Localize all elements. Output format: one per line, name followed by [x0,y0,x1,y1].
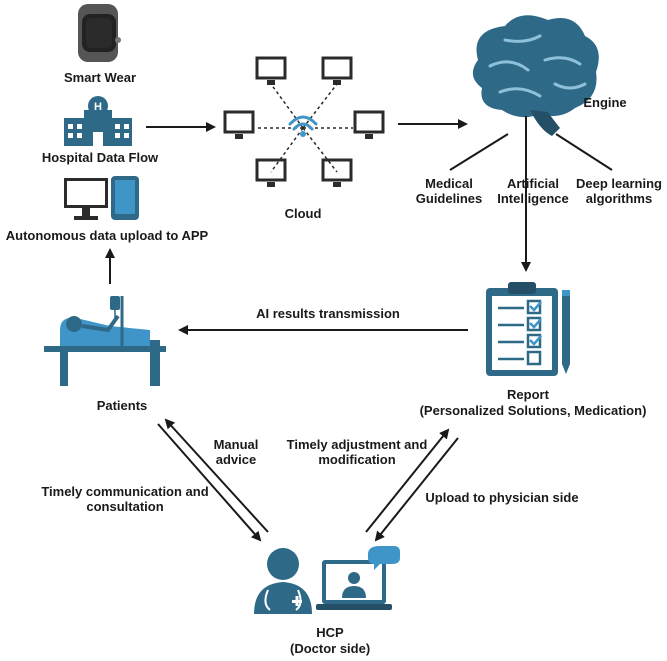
timely-communication-label: Timely communication and consultation [41,484,209,514]
brain-icon [472,15,599,136]
arrow-report-to-hcp [374,437,459,542]
cloud-label: Cloud [284,206,322,221]
report-title-label: Report [507,387,549,402]
patient-bed-icon [44,296,166,386]
line-engine-to-guidelines [449,133,509,171]
hospital-data-flow-label: Hospital Data Flow [41,150,159,165]
upload-physician-label: Upload to physician side [425,490,579,505]
hcp-title-label: HCP [316,625,344,640]
patients-label: Patients [96,398,148,413]
artificial-intelligence-label: Artificial Intelligence [497,176,569,206]
svg-text:H: H [94,101,102,113]
report-subtitle-label: (Personalized Solutions, Medication) [419,403,647,418]
arrow-hcp-to-patients [164,418,269,533]
smartwatch-icon [78,4,121,62]
cloud-network-icon [223,56,385,187]
arrow-hcp-to-report [365,428,450,533]
autonomous-upload-label: Autonomous data upload to APP [5,228,209,243]
hospital-icon: H [64,96,132,146]
medical-guidelines-label: Medical Guidelines [415,176,483,206]
arrows-layer [105,116,613,542]
clipboard-report-icon [486,282,570,376]
deep-learning-label: Deep learning algorithms [576,176,662,206]
arrow-patients-to-hcp [157,423,262,542]
doctor-laptop-icon [254,546,400,614]
smart-wear-label: Smart Wear [63,70,136,85]
timely-adjustment-label: Timely adjustment and modification [286,437,428,467]
ai-results-label: AI results transmission [256,306,400,321]
hcp-subtitle-label: (Doctor side) [290,641,371,656]
desktop-tablet-icon [64,176,139,220]
manual-advice-label: Manual advice [213,437,259,467]
line-engine-to-deep-learning [555,133,613,171]
engine-label: Engine [583,95,627,110]
